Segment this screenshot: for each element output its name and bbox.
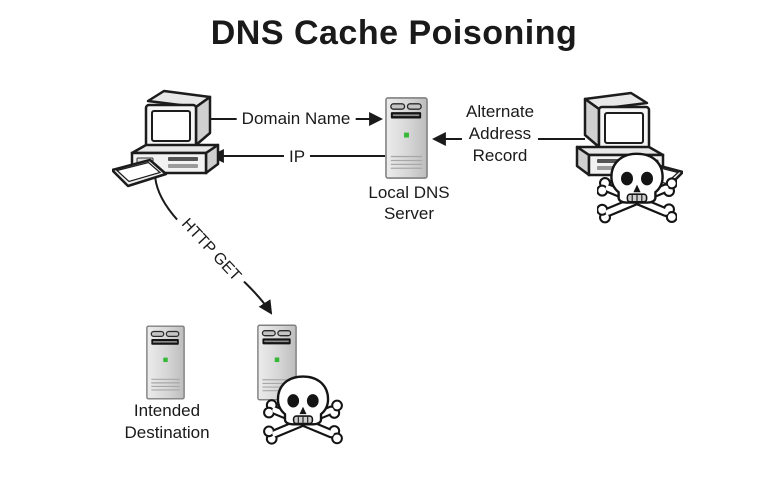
alternate-address-record-label: Alternate Address Record [461,101,539,167]
local-dns-server-label: Local DNS Server [368,183,450,223]
domain-name-label: Domain Name [236,108,356,129]
intended-destination-label: Intended Destination [124,401,210,442]
diagram-title: DNS Cache Poisoning [210,14,578,52]
ip-label: IP [283,146,311,167]
intended-destination-server-icon [146,325,185,400]
client-computer-icon [112,89,220,188]
local-dns-server-icon [385,97,428,179]
